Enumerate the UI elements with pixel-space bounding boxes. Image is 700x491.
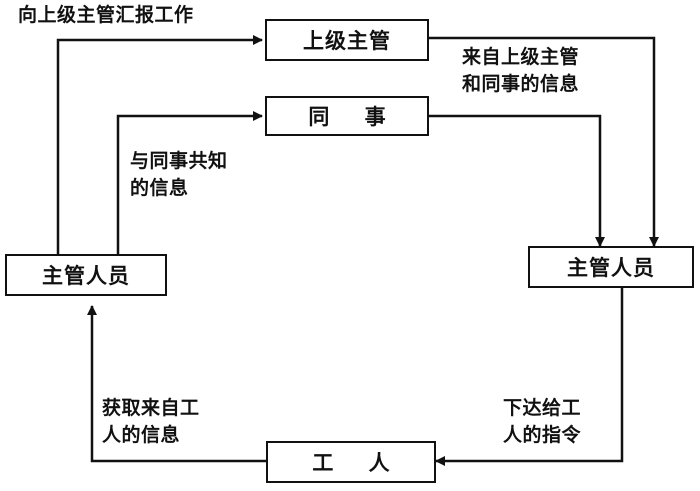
arrow-manager-to-colleague	[116, 111, 263, 254]
arrow-superior-to-manager	[428, 36, 659, 247]
node-superior: 上级主管	[265, 19, 429, 61]
node-manager-left: 主管人员	[5, 254, 167, 296]
label-info-from-superior: 来自上级主管 和同事的信息	[462, 46, 580, 95]
label-shared-info: 与同事共知 的信息	[130, 150, 228, 199]
arrow-worker-to-manager	[87, 305, 266, 463]
label-report-up: 向上级主管汇报工作	[18, 4, 194, 26]
arrow-manager-to-worker	[435, 288, 624, 466]
label-instructions: 下达给工 人的指令	[503, 397, 582, 446]
arrow-manager-to-superior	[56, 35, 263, 254]
node-worker: 工 人	[266, 441, 436, 483]
arrow-colleague-to-manager	[428, 114, 605, 247]
node-manager-right: 主管人员	[528, 246, 694, 288]
node-colleague: 同 事	[265, 96, 429, 136]
label-info-from-workers: 获取来自工 人的信息	[102, 397, 200, 446]
